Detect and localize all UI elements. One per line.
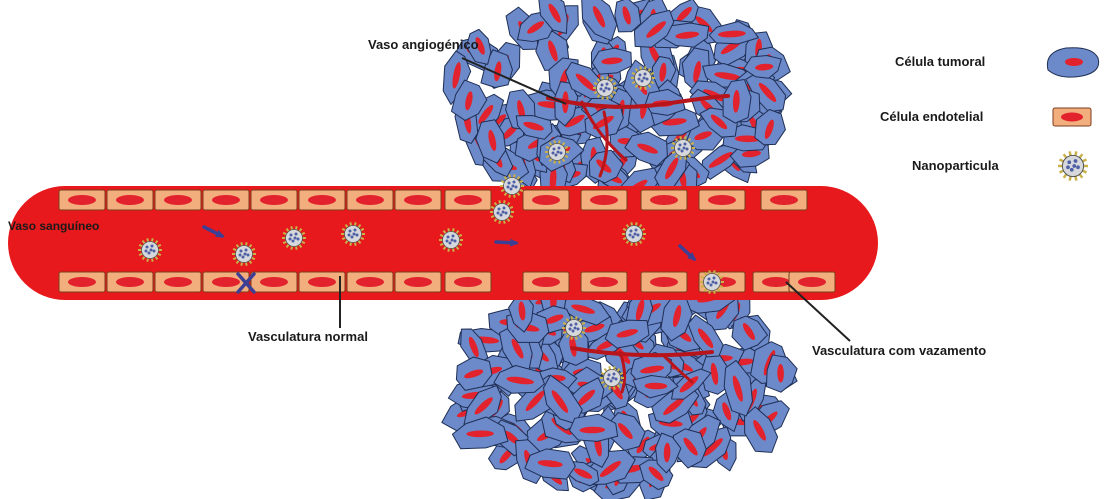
endothelial-nucleus — [212, 277, 240, 287]
endothelial-nucleus — [762, 277, 790, 287]
angiogenic-vessel-label: Vaso angiogénico — [368, 37, 479, 52]
endothelial-nucleus — [260, 195, 288, 205]
endothelial-nucleus — [454, 277, 482, 287]
endothelial-nucleus — [68, 277, 96, 287]
endothelial-cell-icon — [1053, 108, 1091, 126]
legend-icons — [1047, 48, 1098, 181]
endothelial-nucleus — [708, 195, 736, 205]
endothelial-nucleus — [260, 277, 288, 287]
tumor-cell-icon — [1047, 48, 1098, 77]
leaky-vasculature-label: Vasculatura com vazamento — [812, 343, 986, 358]
endothelial-cell — [641, 190, 687, 210]
endothelial-cell — [299, 272, 345, 292]
normal-vasculature-label: Vasculatura normal — [248, 329, 368, 344]
endothelial-nucleus — [650, 195, 678, 205]
endothelial-nucleus — [404, 195, 432, 205]
legend-tumor-cell-label: Célula tumoral — [895, 54, 985, 69]
endothelial-cell — [445, 272, 491, 292]
endothelial-cell — [59, 272, 105, 292]
endothelial-cell — [107, 190, 153, 210]
endothelial-nucleus — [212, 195, 240, 205]
endothelial-nucleus — [532, 195, 560, 205]
endothelial-nucleus — [590, 277, 618, 287]
tumor-cell — [766, 355, 798, 393]
endothelial-cell — [251, 190, 297, 210]
endothelial-cell — [107, 272, 153, 292]
endothelial-cell — [347, 272, 393, 292]
endothelial-cell — [761, 190, 807, 210]
endothelial-cell — [445, 190, 491, 210]
endothelial-cell — [581, 190, 627, 210]
endothelial-nucleus — [532, 277, 560, 287]
endothelial-cell — [699, 190, 745, 210]
endothelial-cell — [155, 190, 201, 210]
endothelial-nucleus — [798, 277, 826, 287]
endothelial-cell — [251, 272, 297, 292]
endothelial-nucleus — [650, 277, 678, 287]
endothelial-cell — [523, 190, 569, 210]
endothelial-cell — [347, 190, 393, 210]
endothelial-cell — [299, 190, 345, 210]
endothelial-nucleus — [356, 195, 384, 205]
legend-nanoparticle-label: Nanoparticula — [912, 158, 999, 173]
endothelial-nucleus — [590, 195, 618, 205]
endothelial-cell — [395, 190, 441, 210]
endothelial-cell — [581, 272, 627, 292]
endothelial-cell — [155, 272, 201, 292]
endothelial-nucleus — [164, 195, 192, 205]
endothelial-nucleus — [404, 277, 432, 287]
endothelial-nucleus — [770, 195, 798, 205]
endothelial-cell — [789, 272, 835, 292]
legend-endothelial-cell-label: Célula endotelial — [880, 109, 983, 124]
blood-vessel-label: Vaso sanguíneo — [8, 219, 99, 233]
endothelial-nucleus — [116, 195, 144, 205]
endothelial-nucleus — [68, 195, 96, 205]
endothelial-nucleus — [116, 277, 144, 287]
endothelial-cell — [523, 272, 569, 292]
endothelial-nucleus — [164, 277, 192, 287]
endothelial-cell — [203, 190, 249, 210]
nanoparticle-icon — [1058, 151, 1088, 180]
endothelial-nucleus — [308, 195, 336, 205]
endothelial-cell — [59, 190, 105, 210]
endothelial-cell — [395, 272, 441, 292]
endothelial-cell — [641, 272, 687, 292]
endothelial-nucleus — [308, 277, 336, 287]
endothelial-nucleus — [356, 277, 384, 287]
endothelial-nucleus — [454, 195, 482, 205]
